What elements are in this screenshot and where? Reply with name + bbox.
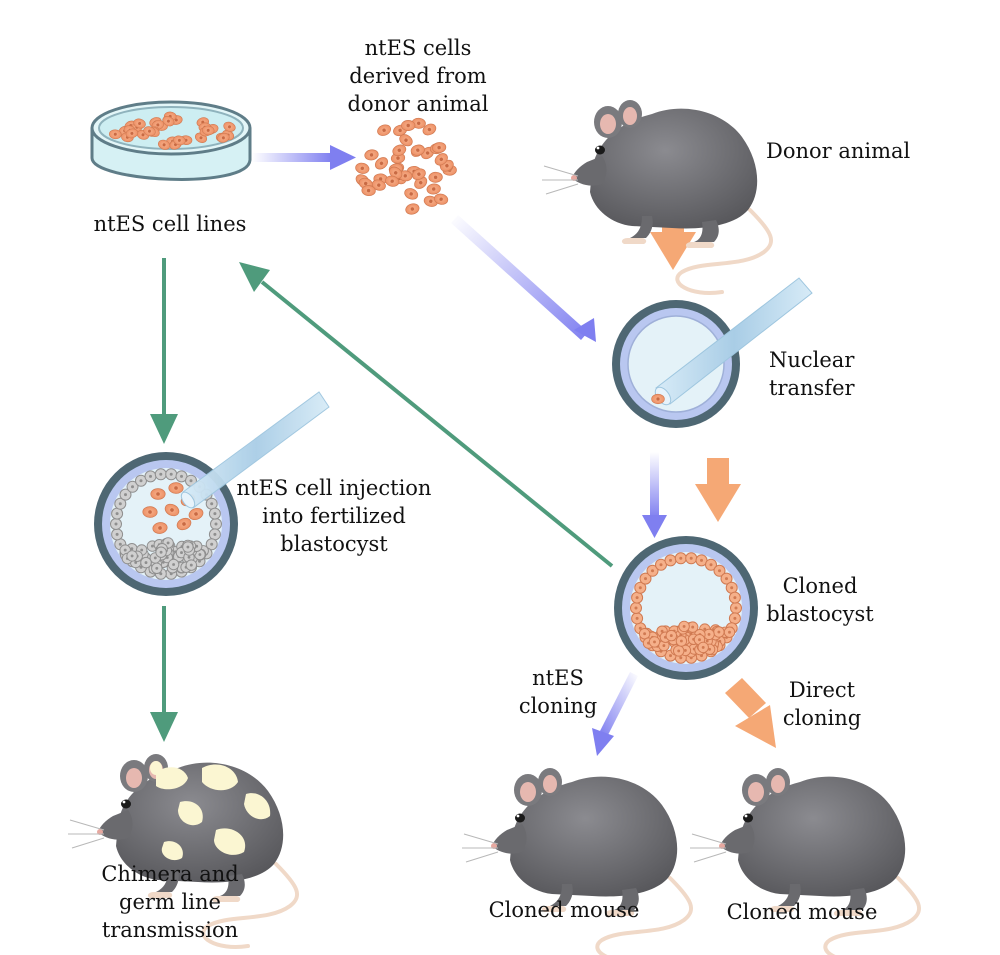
mouse-icon <box>66 752 300 949</box>
cell <box>155 546 167 558</box>
cell <box>402 186 420 202</box>
cell <box>154 468 167 481</box>
cell <box>404 201 421 217</box>
cell <box>151 562 163 574</box>
cell <box>728 591 741 604</box>
cell <box>697 641 709 654</box>
cell <box>182 541 194 553</box>
cell <box>638 628 651 640</box>
label-direct-cloning: Direct cloning <box>782 678 862 730</box>
petri-dish-icon <box>90 100 252 181</box>
cell <box>425 182 442 196</box>
arrow-nuclear-to-blastocyst-orange <box>695 458 741 522</box>
label-injection: ntES cell injection into fertilized blas… <box>236 476 432 556</box>
cell <box>111 507 124 520</box>
cell-cluster-icon <box>353 117 458 217</box>
cell <box>678 620 690 633</box>
pipette-icon <box>651 277 813 406</box>
label-chimera: Chimera and germ line transmission <box>101 862 239 942</box>
blastocyst-icon <box>612 300 740 428</box>
label-ntes-cloning: ntES cloning <box>518 666 598 718</box>
cell <box>150 488 166 500</box>
label-ntes-derived: ntES cells derived from donor animal <box>347 36 489 116</box>
cell <box>140 556 152 569</box>
cell <box>664 554 677 567</box>
cell <box>168 481 184 495</box>
label-cloned-blastocyst: Cloned blastocyst <box>766 574 874 626</box>
cell <box>111 528 124 541</box>
cell <box>728 612 741 625</box>
blastocyst-icon <box>614 536 758 680</box>
label-cloned-mouse-2: Cloned mouse <box>726 900 878 924</box>
cell <box>167 558 180 571</box>
cell <box>631 612 644 625</box>
cell <box>723 626 736 638</box>
cell <box>208 528 221 541</box>
cell <box>165 468 178 481</box>
mouse-icon <box>460 766 694 955</box>
cell <box>428 171 444 184</box>
cell <box>665 629 677 642</box>
cell <box>631 591 644 604</box>
arrow-cell-lines-to-injection <box>150 258 178 444</box>
cell <box>648 636 661 648</box>
mouse-icon <box>540 98 774 295</box>
arrow-ntes-cloning <box>592 672 638 756</box>
cell <box>363 148 380 162</box>
arrow-nuclear-to-blastocyst <box>642 452 667 538</box>
cell <box>126 550 138 562</box>
arrow-cells-to-nuclear <box>451 215 596 342</box>
arrow-direct-cloning <box>725 678 776 748</box>
cell <box>630 602 642 614</box>
arrow-dish-to-cells <box>252 145 356 170</box>
cell <box>210 518 222 530</box>
cell <box>375 122 393 138</box>
cell <box>208 507 221 520</box>
mouse-icon <box>688 766 922 955</box>
cell <box>110 518 122 530</box>
cell <box>730 602 742 614</box>
pipette-icon <box>180 391 330 509</box>
arrow-injection-to-chimera <box>150 606 178 742</box>
cell <box>400 119 416 132</box>
arrow-cloned-to-cell-lines <box>239 262 614 568</box>
cell <box>674 552 687 565</box>
cell <box>673 645 685 657</box>
cell <box>685 552 698 565</box>
cell <box>205 497 218 510</box>
cell <box>713 626 725 638</box>
label-cloned-mouse-1: Cloned mouse <box>488 898 640 922</box>
cell <box>675 635 688 647</box>
label-ntes-cell-lines: ntES cell lines <box>93 212 247 236</box>
cell <box>185 559 198 571</box>
cell <box>144 470 157 483</box>
label-nuclear-transfer: Nuclear transfer <box>769 348 855 400</box>
label-donor-animal: Donor animal <box>766 139 911 163</box>
cell <box>142 505 158 519</box>
cell <box>725 581 738 594</box>
cell <box>354 161 371 176</box>
